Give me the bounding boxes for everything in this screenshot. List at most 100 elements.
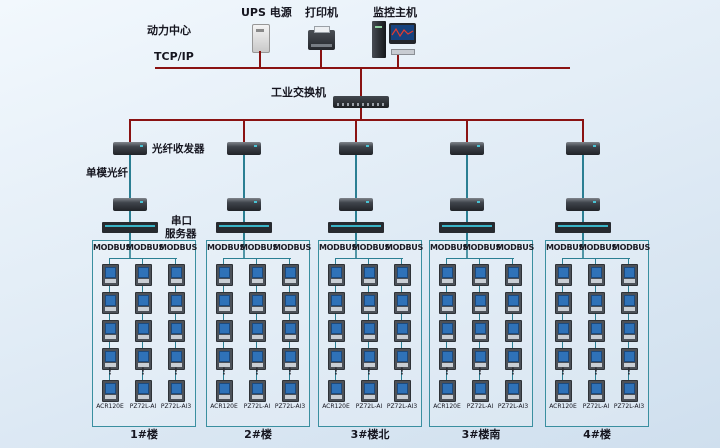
modbus-label: MODBUS xyxy=(159,243,197,252)
modbus-label: MODBUS xyxy=(612,243,650,252)
modbus-column: MODBUS⋮ACR120E xyxy=(207,241,245,428)
meter-model-label: PZ72L-AI xyxy=(243,403,271,410)
modbus-label: MODBUS xyxy=(273,243,311,252)
power-meter-icon xyxy=(472,292,489,314)
meter-screen xyxy=(558,323,569,334)
meter-screen xyxy=(171,267,182,278)
meter-screen xyxy=(331,267,342,278)
continuation-dots: ⋮ xyxy=(171,367,181,377)
meter-screen xyxy=(285,351,296,362)
continuation-dots: ⋮ xyxy=(138,367,148,377)
printer-connector-line xyxy=(320,50,322,67)
meter-model-label: ACR120E xyxy=(96,403,124,410)
continuation-dots: ⋮ xyxy=(558,367,568,377)
modbus-label: MODBUS xyxy=(207,243,245,252)
meter-screen xyxy=(508,351,519,362)
serial-server-icon xyxy=(102,222,158,233)
power-meter-icon xyxy=(102,320,119,342)
power-meter-icon xyxy=(249,264,266,286)
modbus-column: MODBUS⋮PZ72L-AI xyxy=(126,241,164,428)
modbus-label: MODBUS xyxy=(546,243,584,252)
meter-screen xyxy=(442,323,453,334)
continuation-dots: ⋮ xyxy=(624,367,634,377)
ups-connector-line xyxy=(259,51,261,67)
continuation-dots: ⋮ xyxy=(442,367,452,377)
power-meter-icon xyxy=(588,348,605,370)
meter-screen xyxy=(171,383,182,394)
meter-screen xyxy=(624,323,635,334)
meter-screen xyxy=(558,351,569,362)
server-panel-line xyxy=(466,233,468,259)
power-meter-icon xyxy=(439,380,456,402)
power-meter-icon xyxy=(135,264,152,286)
meter-screen xyxy=(442,351,453,362)
modbus-label: MODBUS xyxy=(579,243,617,252)
meter-screen xyxy=(442,267,453,278)
meter-screen xyxy=(138,295,149,306)
group-drop-line xyxy=(582,119,584,142)
meter-screen xyxy=(219,295,230,306)
meter-screen xyxy=(105,383,116,394)
power-meter-icon xyxy=(249,380,266,402)
power-meter-icon xyxy=(588,380,605,402)
power-meter-icon xyxy=(472,320,489,342)
meter-screen xyxy=(364,383,375,394)
meter-screen xyxy=(252,323,263,334)
meter-model-label: ACR120E xyxy=(210,403,238,410)
group-drop-line xyxy=(129,119,131,142)
power-meter-icon xyxy=(216,264,233,286)
power-meter-icon xyxy=(102,380,119,402)
continuation-dots: ⋮ xyxy=(508,367,518,377)
bus-connector-line xyxy=(447,258,514,259)
meter-screen xyxy=(219,383,230,394)
power-meter-icon xyxy=(621,348,638,370)
meter-screen xyxy=(591,351,602,362)
power-meter-icon xyxy=(621,292,638,314)
power-meter-icon xyxy=(282,292,299,314)
meter-screen xyxy=(138,323,149,334)
meter-screen xyxy=(219,351,230,362)
power-meter-icon xyxy=(621,264,638,286)
switch-uplink-line xyxy=(360,69,362,96)
modbus-label: MODBUS xyxy=(352,243,390,252)
power-meter-icon xyxy=(282,320,299,342)
building-label: 2#楼 xyxy=(244,428,272,441)
power-meter-icon xyxy=(439,320,456,342)
power-meter-icon xyxy=(361,292,378,314)
modbus-column: MODBUS⋮PZ72L-AI xyxy=(240,241,278,428)
building-label: 3#楼南 xyxy=(461,428,501,441)
power-meter-icon xyxy=(361,380,378,402)
meter-screen xyxy=(508,323,519,334)
power-meter-icon xyxy=(168,380,185,402)
power-meter-icon xyxy=(588,264,605,286)
switch-downlink-line xyxy=(360,108,362,119)
continuation-dots: ⋮ xyxy=(364,367,374,377)
power-meter-icon xyxy=(168,292,185,314)
fiber-transceiver-icon xyxy=(227,142,261,155)
meter-screen xyxy=(285,295,296,306)
power-meter-icon xyxy=(505,264,522,286)
meter-screen xyxy=(252,351,263,362)
power-meter-icon xyxy=(555,320,572,342)
continuation-dots: ⋮ xyxy=(397,367,407,377)
power-meter-icon xyxy=(135,292,152,314)
power-meter-icon xyxy=(249,348,266,370)
server-panel-line xyxy=(243,233,245,259)
serial-server-icon xyxy=(439,222,495,233)
continuation-dots: ⋮ xyxy=(591,367,601,377)
printer-label: 打印机 xyxy=(305,6,338,19)
meter-screen xyxy=(252,267,263,278)
meter-screen xyxy=(558,295,569,306)
serial-server-icon xyxy=(328,222,384,233)
meter-screen xyxy=(624,267,635,278)
meter-screen xyxy=(138,267,149,278)
host-keyboard-icon xyxy=(391,49,415,55)
meter-screen xyxy=(475,351,486,362)
power-meter-icon xyxy=(394,264,411,286)
power-meter-icon xyxy=(168,348,185,370)
meter-screen xyxy=(591,295,602,306)
tcpip-bus-line xyxy=(155,67,570,69)
meter-screen xyxy=(442,295,453,306)
power-meter-icon xyxy=(216,292,233,314)
